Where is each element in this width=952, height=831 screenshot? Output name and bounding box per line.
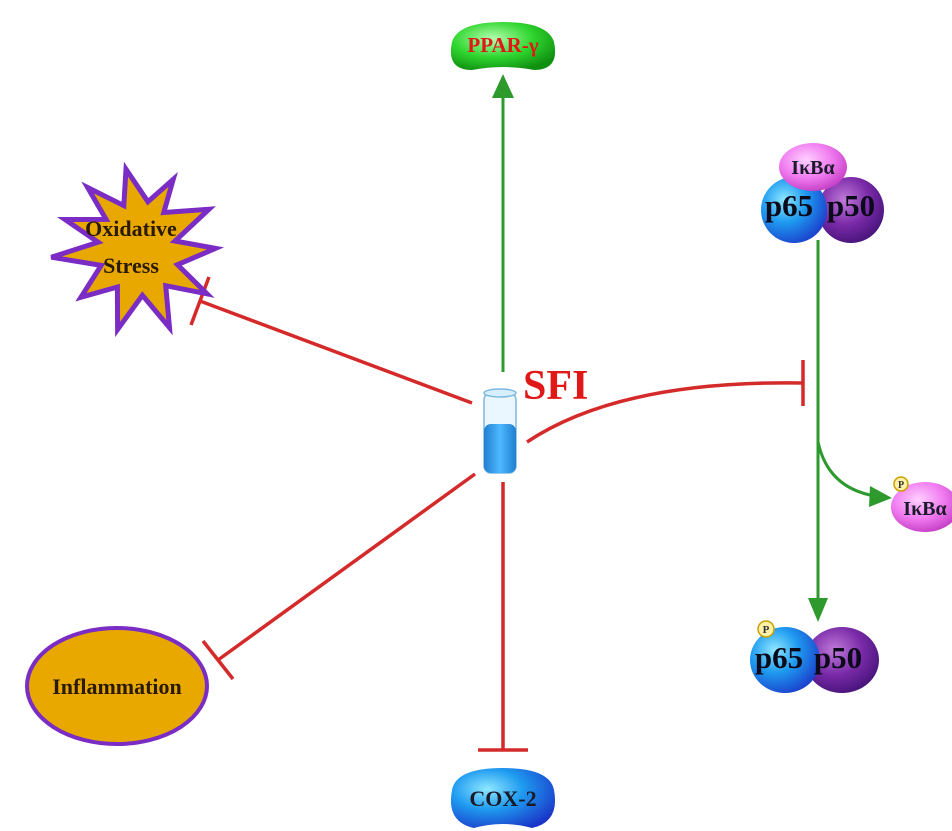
nfkb-translocation-arrow — [808, 240, 828, 622]
phospho-marker-ikba — [893, 476, 909, 492]
inhibit-nfkb-pathway — [526, 360, 805, 444]
phospho-marker-ikba-label: P — [898, 480, 904, 491]
phospho-marker-p65 — [757, 620, 775, 638]
inflammation-node: Inflammation — [25, 626, 209, 746]
inflammation-label: Inflammation — [52, 674, 182, 699]
oxidative-stress-label-1: Oxidative — [85, 216, 177, 241]
ikba-phospho-label: IκBα — [903, 498, 946, 520]
p50-top-label: p50 — [827, 188, 875, 223]
activate-ppar-gamma — [492, 74, 514, 372]
p50-bottom-label: p50 — [814, 640, 862, 675]
p65-top-label: p65 — [765, 188, 813, 223]
cox2-node: COX-2 — [450, 768, 556, 828]
ikba-top-label: IκBα — [791, 157, 834, 179]
nfkb-complex-bottom: p65 p50 P — [750, 620, 879, 693]
inhibit-inflammation — [201, 472, 477, 681]
phospho-ikba-node: IκBα P — [891, 476, 952, 532]
oxidative-stress-label-2: Stress — [103, 253, 159, 278]
phospho-marker-p65-label: P — [763, 624, 770, 636]
sfi-label: SFI — [523, 363, 588, 409]
ikba-release-arrow — [816, 441, 892, 507]
inhibit-oxidative-stress — [189, 276, 473, 405]
sfi-tube-icon — [483, 388, 517, 474]
inhibit-cox2 — [478, 482, 528, 752]
cox2-label: COX-2 — [469, 786, 536, 811]
p65-bottom-label: p65 — [755, 640, 803, 675]
ppar-gamma-node: PPAR-γ — [450, 22, 556, 70]
ppar-gamma-label: PPAR-γ — [467, 33, 538, 57]
oxidative-stress-node: Oxidative Stress — [50, 161, 225, 338]
nfkb-complex-top: IκBα p65 p50 — [761, 143, 884, 243]
